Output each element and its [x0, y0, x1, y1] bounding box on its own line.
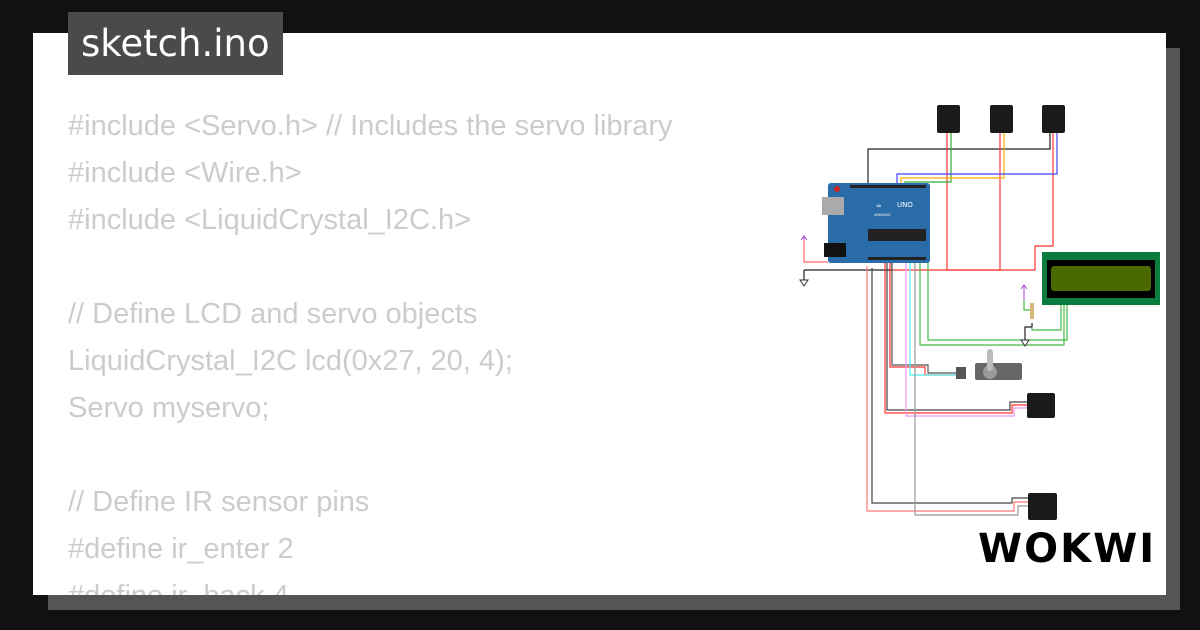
code-line: #define ir_enter 2 — [68, 533, 294, 565]
preview-card: #include <Servo.h> // Includes the servo… — [33, 33, 1166, 595]
vcc-symbol — [800, 235, 808, 241]
lcd-display[interactable] — [1042, 252, 1160, 305]
ground-symbol — [799, 279, 1030, 347]
code-line: LiquidCrystal_I2C lcd(0x27, 20, 4); — [68, 345, 513, 377]
wires — [803, 133, 1068, 516]
ir-sensors-top — [937, 105, 1065, 133]
arduino-uno[interactable]: ∞ UNO ARDUINO — [822, 183, 930, 263]
board-brand: ARDUINO — [874, 213, 891, 217]
code-line: #define ir_back 4 — [68, 573, 673, 595]
code-preview: #include <Servo.h> // Includes the servo… — [68, 103, 673, 595]
code-line: // Define LCD and servo objects — [68, 298, 478, 330]
file-title: sketch.ino — [68, 12, 283, 75]
code-line: #include <Servo.h> // Includes the servo… — [68, 110, 673, 142]
ir-sensor[interactable] — [1042, 105, 1065, 133]
code-line: // Define IR sensor pins — [68, 486, 370, 518]
code-line: #include <LiquidCrystal_I2C.h> — [68, 204, 472, 236]
ir-sensor[interactable] — [990, 105, 1013, 133]
code-line: Servo myservo; — [68, 392, 270, 424]
vcc-symbol — [1020, 284, 1028, 300]
code-line: #include <Wire.h> — [68, 157, 302, 189]
ir-sensor[interactable] — [1028, 493, 1057, 520]
wokwi-logo: WOKWI — [978, 526, 1157, 572]
ir-sensor[interactable] — [1027, 393, 1055, 418]
board-label: UNO — [897, 201, 913, 209]
infinity-logo-icon: ∞ — [876, 202, 882, 210]
resistor[interactable] — [1030, 303, 1034, 319]
ir-sensor[interactable] — [937, 105, 960, 133]
servo-motor[interactable] — [956, 349, 1022, 380]
